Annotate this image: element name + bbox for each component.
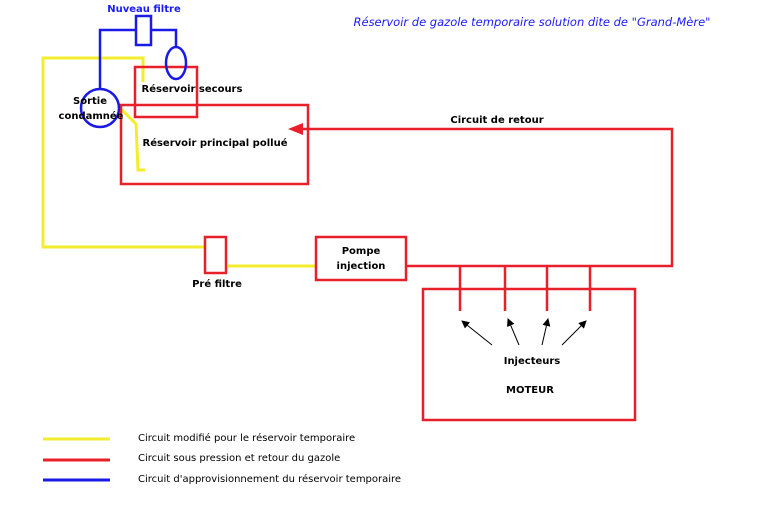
prefilter [203, 235, 228, 275]
legend: Circuit modifié pour le réservoir tempor… [43, 432, 401, 485]
legend-item-yellow: Circuit modifié pour le réservoir tempor… [138, 432, 355, 444]
red-circuit [119, 65, 674, 422]
legend-item-red: Circuit sous pression et retour du gazol… [138, 453, 340, 464]
return-line [300, 127, 674, 268]
engine [421, 287, 637, 422]
prefilter-label: Pré filtre [192, 278, 242, 290]
engine-label: MOTEUR [506, 385, 554, 396]
legend-item-blue: Circuit d'approvisionnement du réservoir… [138, 473, 401, 485]
injector-arrows [461, 318, 587, 346]
pump-label-1: Pompe [342, 246, 381, 257]
return-arrowhead [288, 123, 303, 135]
main-tank [119, 103, 310, 186]
return-circuit-label: Circuit de retour [450, 115, 543, 126]
contaminated-outlet-label-2: condamnée [59, 110, 124, 122]
blue-circuit [79, 14, 188, 129]
injectors-label: Injecteurs [504, 356, 561, 367]
contaminated-outlet [79, 87, 121, 129]
emergency-tank-cap [164, 45, 188, 81]
main-tank-label: Réservoir principal pollué [143, 137, 288, 149]
contaminated-outlet-label-1: Sortie [73, 96, 107, 107]
new-filter-label: Nuveau filtre [107, 4, 181, 15]
emergency-tank-label: Réservoir secours [142, 83, 243, 95]
injection-pump [314, 235, 408, 282]
pump-label-2: injection [337, 261, 386, 272]
new-filter [134, 14, 153, 47]
diagram-title: Réservoir de gazole temporaire solution … [354, 15, 711, 29]
